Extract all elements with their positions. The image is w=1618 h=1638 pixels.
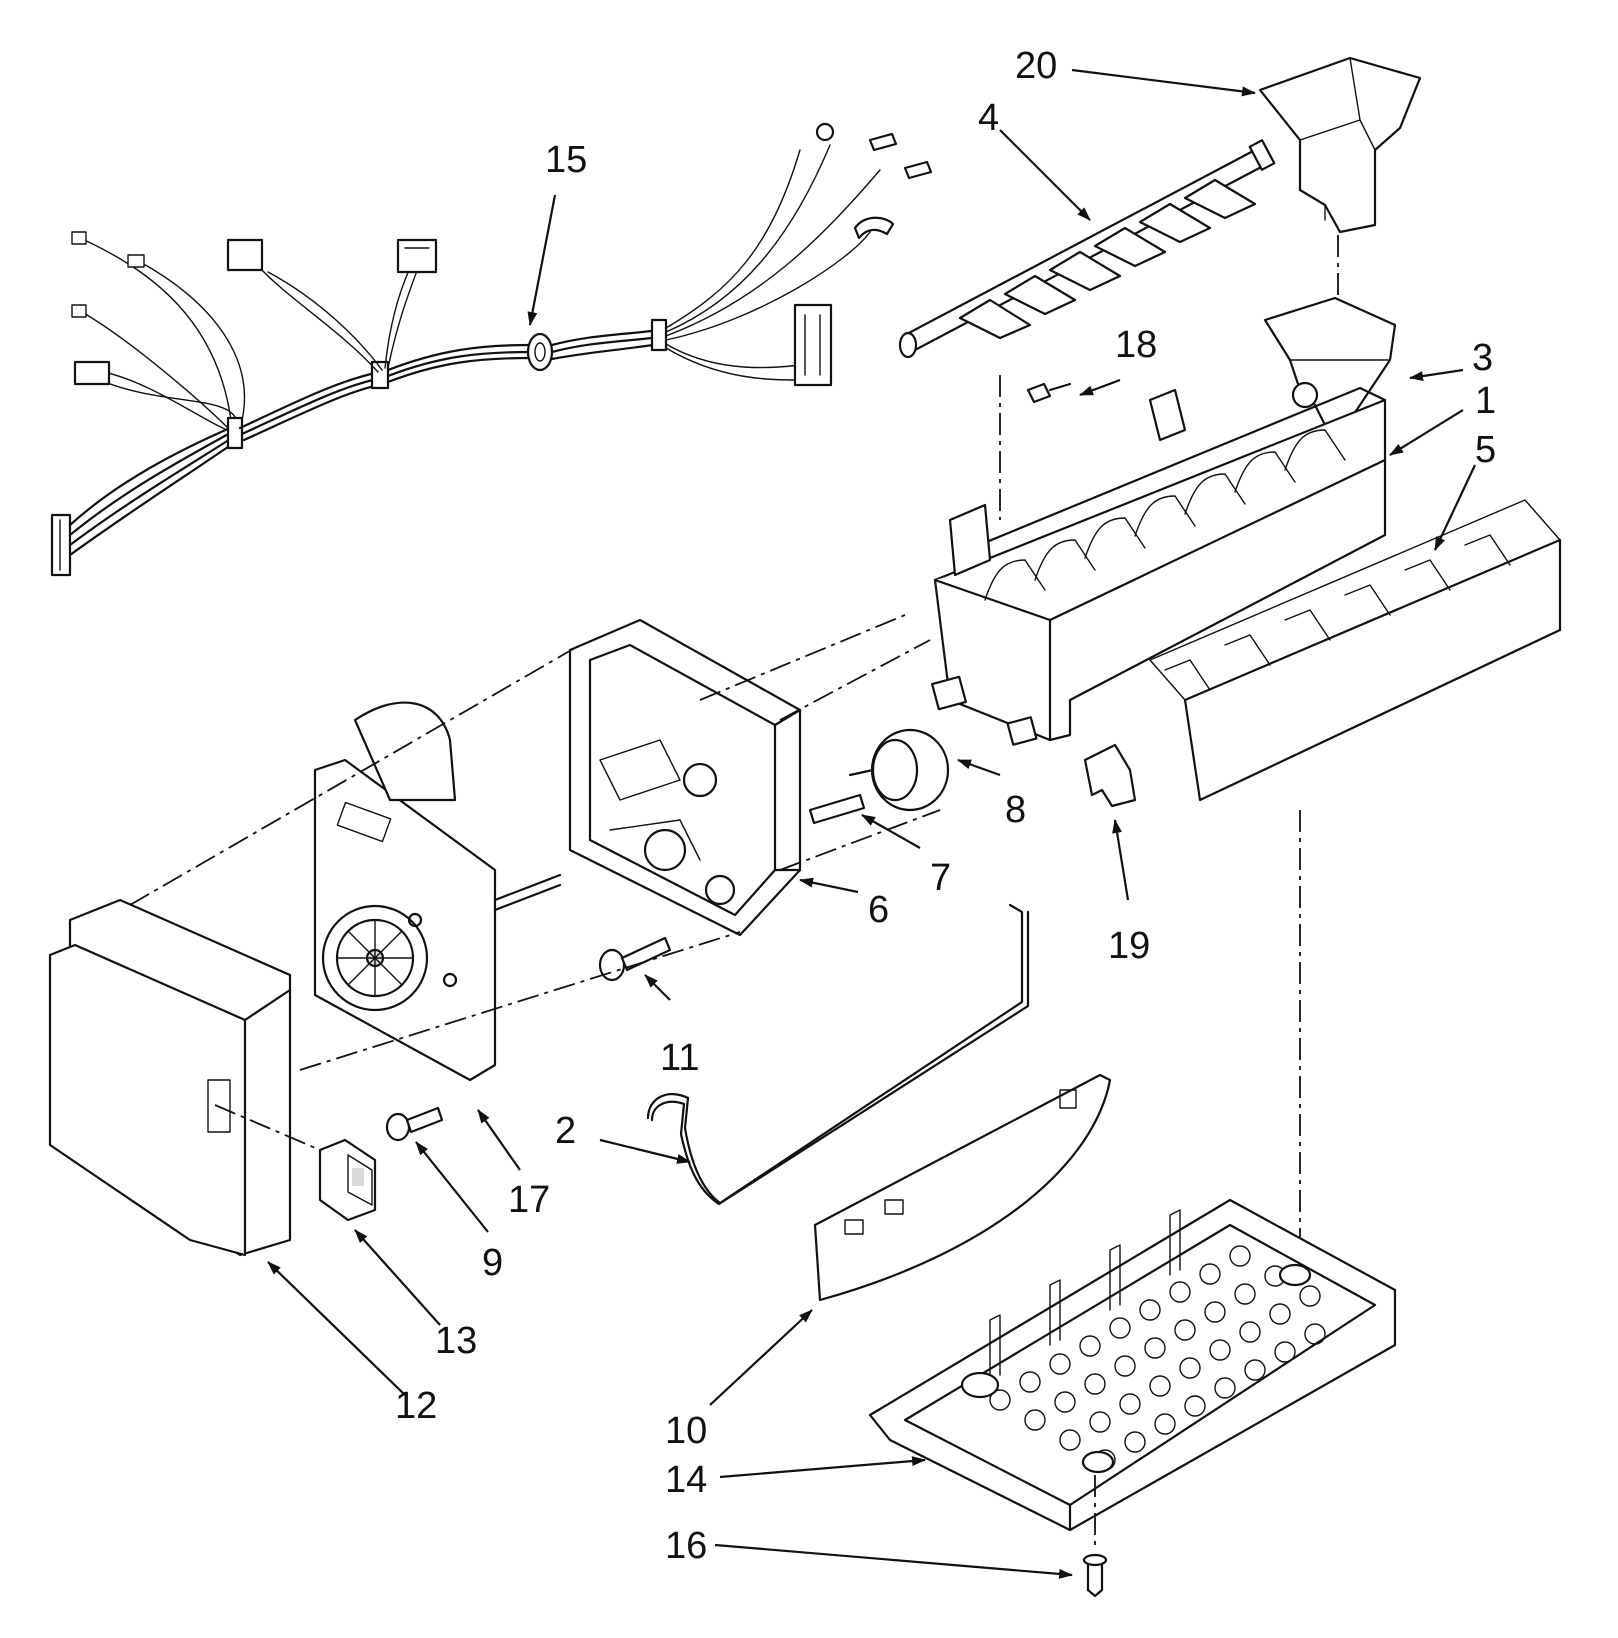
cover-part-12	[48, 898, 292, 1257]
screw-part-9	[385, 1106, 444, 1142]
shaft-part-7	[808, 793, 866, 825]
callout-12: 12	[395, 1385, 437, 1427]
callout-10: 10	[665, 1410, 707, 1452]
callout-14: 14	[665, 1459, 707, 1501]
callout-8: 8	[1005, 789, 1026, 831]
shutoff-arm-part-2	[646, 903, 1030, 1206]
callout-4: 4	[978, 97, 999, 139]
stripper-part-5	[1149, 499, 1562, 802]
thermostat-part-8	[848, 728, 950, 812]
housing-part-6	[568, 618, 802, 937]
callout-labels: 20 4 15 18 3 1 5 8 7 6 19 11 2 17 9 13 1…	[395, 45, 1496, 1567]
callout-9: 9	[482, 1242, 503, 1284]
callout-3: 3	[1472, 337, 1493, 379]
bin-part-14	[868, 1198, 1397, 1532]
callout-18: 18	[1115, 324, 1157, 366]
cap-plug	[931, 675, 1038, 746]
ejector-part-4	[898, 139, 1276, 359]
ice-mold-part-1	[933, 386, 1387, 742]
callout-16: 16	[665, 1525, 707, 1567]
module-part-17	[313, 701, 562, 1082]
clip-part-19	[1083, 743, 1137, 808]
callout-15: 15	[545, 139, 587, 181]
callout-17: 17	[508, 1179, 550, 1221]
callout-arrows	[267, 68, 1476, 1579]
shutoff-paddle-part-10	[813, 1073, 1112, 1302]
assembly-lines	[129, 614, 941, 1151]
callout-5: 5	[1475, 429, 1496, 471]
bin-post-grid	[989, 1245, 1326, 1471]
callout-19: 19	[1108, 925, 1150, 967]
callout-13: 13	[435, 1320, 477, 1362]
callout-1: 1	[1475, 380, 1496, 422]
wire-harness-part-15	[50, 122, 933, 577]
callout-11: 11	[660, 1037, 699, 1079]
chute-part-20	[1258, 56, 1422, 234]
callout-20: 20	[1015, 45, 1057, 87]
screw-part-16	[1082, 1475, 1108, 1598]
screw-part-18	[1026, 382, 1072, 404]
callout-7: 7	[930, 857, 951, 899]
callout-6: 6	[868, 889, 889, 931]
screw-part-11	[598, 936, 672, 982]
callout-2: 2	[555, 1110, 576, 1152]
fill-cup-part-3	[1263, 296, 1397, 427]
switch-part-13	[318, 1138, 377, 1222]
